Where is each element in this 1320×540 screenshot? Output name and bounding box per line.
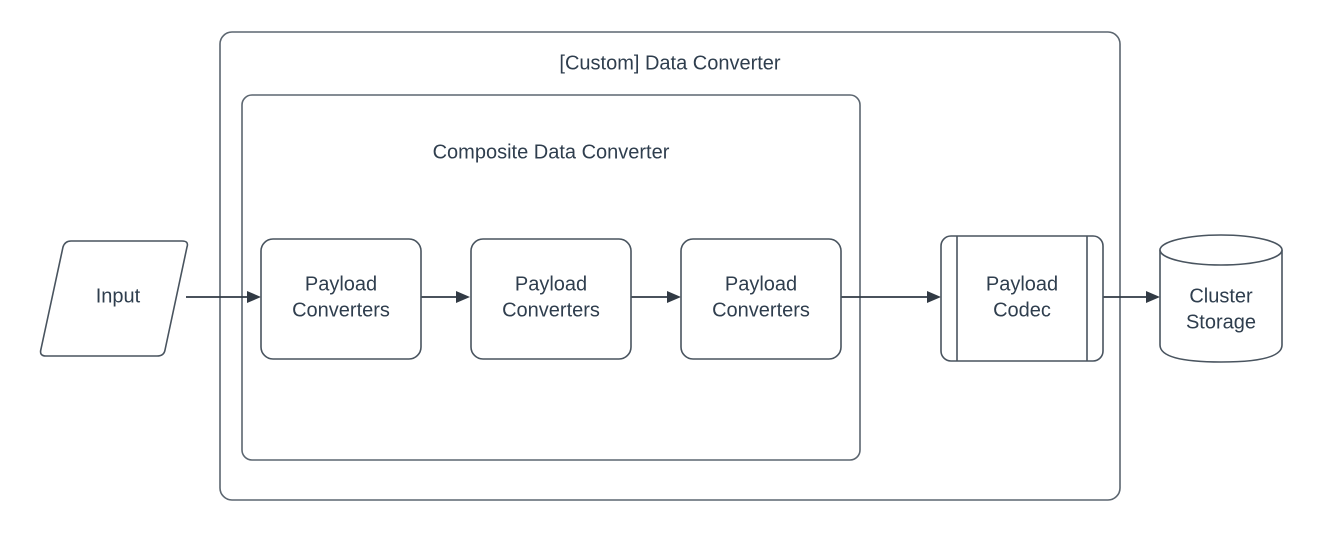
node-payload-converters-2-shape	[470, 238, 632, 360]
node-payload-codec-label-line2: Codec	[993, 299, 1051, 321]
container-composite-data-converter[interactable]: Composite Data Converter	[241, 94, 861, 461]
edge-input-to-payload-converters-1	[186, 291, 261, 303]
node-payload-converters-1-label-line1: Payload	[305, 273, 377, 295]
node-payload-codec-label-line1: Payload	[986, 273, 1058, 295]
node-payload-converters-1-shape	[260, 238, 422, 360]
node-payload-converters-3[interactable]: Payload Converters	[680, 238, 842, 360]
node-payload-codec[interactable]: Payload Codec	[940, 235, 1104, 362]
node-payload-converters-2-label-line1: Payload	[515, 273, 587, 295]
container-custom-data-converter-outline	[219, 31, 1121, 501]
node-payload-converters-2[interactable]: Payload Converters	[470, 238, 632, 360]
node-cluster-storage-label-line2: Storage	[1186, 311, 1256, 333]
container-custom-data-converter[interactable]: [Custom] Data Converter	[219, 31, 1121, 501]
node-cluster-storage-label-line1: Cluster	[1189, 285, 1253, 307]
edge-payload-converters-3-to-payload-codec	[841, 291, 941, 303]
node-payload-converters-3-shape	[680, 238, 842, 360]
node-input-shape	[39, 240, 189, 357]
node-cluster-storage-body	[1159, 249, 1283, 363]
node-cluster-storage[interactable]: Cluster Storage	[1159, 234, 1283, 363]
node-payload-converters-1[interactable]: Payload Converters	[260, 238, 422, 360]
container-composite-data-converter-outline	[241, 94, 861, 461]
node-payload-converters-3-label-line1: Payload	[725, 273, 797, 295]
container-composite-data-converter-label: Composite Data Converter	[433, 141, 670, 163]
edge-payload-converters-1-to-2	[421, 291, 470, 303]
node-payload-converters-3-label-line2: Converters	[712, 299, 810, 321]
node-payload-codec-shape	[940, 235, 1104, 362]
node-payload-converters-1-label-line2: Converters	[292, 299, 390, 321]
node-input-label: Input	[96, 285, 141, 307]
node-input[interactable]: Input	[39, 240, 189, 357]
arrow-head-icon	[927, 291, 941, 303]
container-custom-data-converter-label: [Custom] Data Converter	[559, 52, 781, 74]
arrow-head-icon	[667, 291, 681, 303]
edge-payload-codec-to-cluster-storage	[1103, 291, 1160, 303]
node-payload-converters-2-label-line2: Converters	[502, 299, 600, 321]
edge-payload-converters-2-to-3	[631, 291, 681, 303]
arrow-head-icon	[456, 291, 470, 303]
node-cluster-storage-top-ellipse	[1159, 234, 1283, 266]
arrow-head-icon	[1146, 291, 1160, 303]
arrow-head-icon	[247, 291, 261, 303]
